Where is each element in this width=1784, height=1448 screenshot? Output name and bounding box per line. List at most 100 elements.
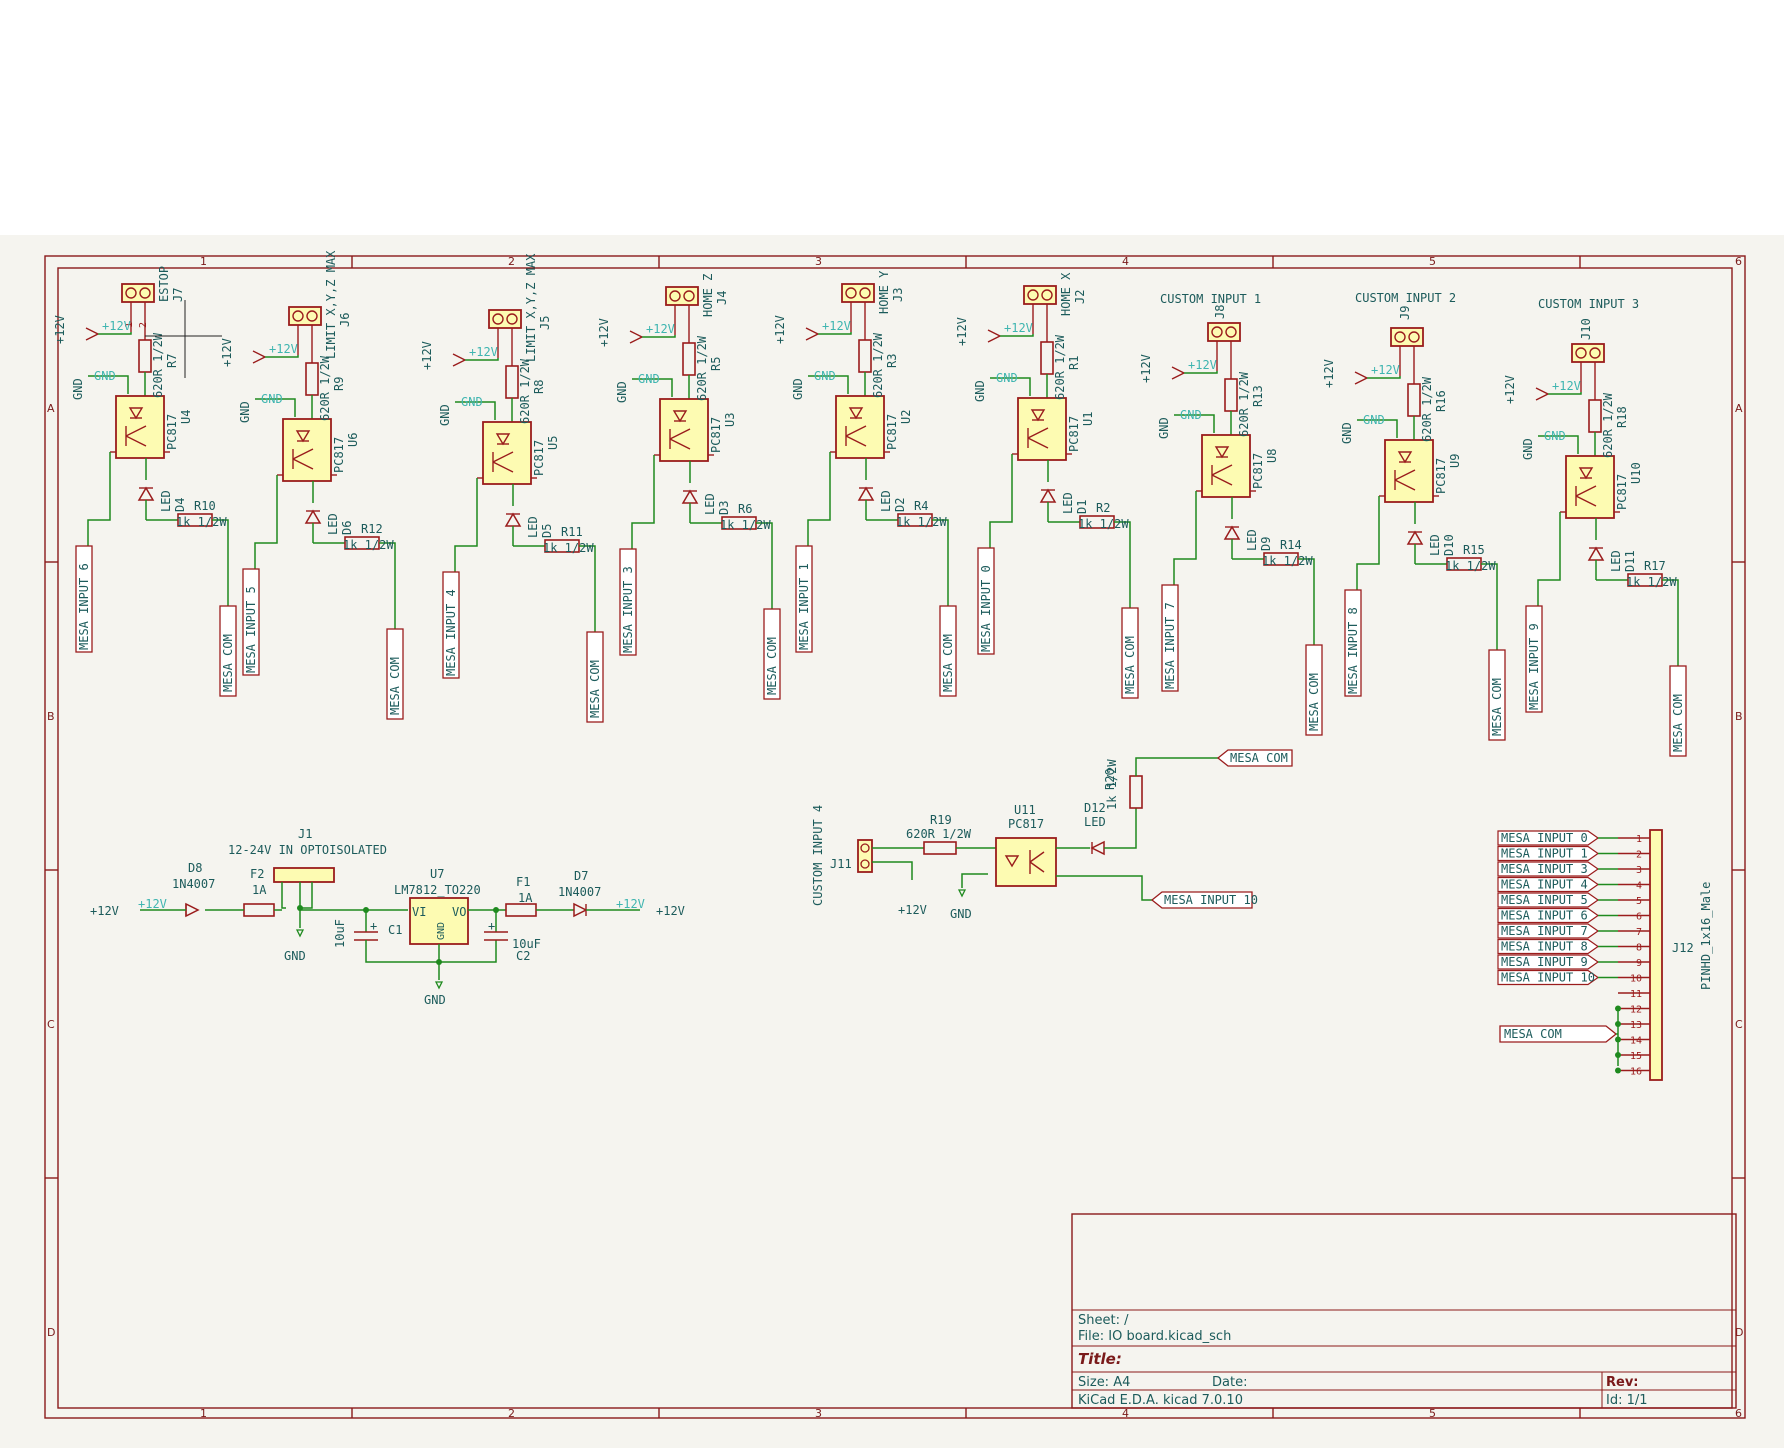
svg-text:620R 1/2W: 620R 1/2W (151, 332, 165, 398)
svg-text:1A: 1A (518, 891, 533, 905)
svg-text:GND: GND (950, 907, 972, 921)
svg-text:MESA COM: MESA COM (1504, 1027, 1562, 1041)
svg-text:J12: J12 (1672, 941, 1694, 955)
svg-text:R7: R7 (165, 354, 179, 368)
svg-text:R2: R2 (1096, 501, 1110, 515)
svg-text:J9: J9 (1398, 306, 1412, 320)
header-input-label-box (1497, 830, 1600, 846)
svg-text:+12V: +12V (220, 338, 234, 367)
svg-text:PC817: PC817 (532, 440, 546, 476)
svg-text:R16: R16 (1434, 390, 1448, 412)
svg-text:PC817: PC817 (1008, 817, 1044, 831)
svg-text:2: 2 (508, 255, 515, 268)
svg-text:PC817: PC817 (1615, 474, 1629, 510)
svg-text:B: B (1735, 710, 1743, 723)
svg-text:3: 3 (815, 1407, 822, 1420)
svg-text:MESA COM: MESA COM (1490, 678, 1504, 736)
svg-text:GND: GND (438, 404, 452, 426)
svg-text:PC817: PC817 (332, 437, 346, 473)
channel-home-x: HOME X J2 620R 1/2W R1 +12V +12V GND GND… (955, 272, 1139, 699)
svg-text:1k 1/2W: 1k 1/2W (896, 515, 947, 529)
svg-text:1N4007: 1N4007 (558, 885, 601, 899)
svg-text:D4: D4 (173, 498, 187, 512)
svg-text:+12V: +12V (898, 903, 927, 917)
svg-text:J10: J10 (1579, 318, 1593, 340)
svg-text:R20: R20 (1103, 768, 1117, 790)
svg-text:D12: D12 (1084, 801, 1106, 815)
svg-text:D10: D10 (1442, 534, 1456, 556)
svg-text:GND: GND (71, 378, 85, 400)
title-block: Sheet: / File: IO board.kicad_sch Title:… (1071, 1213, 1737, 1409)
svg-text:D1: D1 (1075, 500, 1089, 514)
svg-text:MESA INPUT 9: MESA INPUT 9 (1527, 623, 1541, 710)
svg-text:LIMIT X,Y,Z MAX: LIMIT X,Y,Z MAX (524, 253, 538, 362)
svg-text:GND: GND (1544, 429, 1566, 443)
svg-text:C1: C1 (388, 923, 402, 937)
header-pin-number: 3 (1636, 865, 1642, 876)
svg-text:HOME Y: HOME Y (877, 270, 891, 314)
svg-text:C: C (47, 1018, 55, 1031)
svg-text:R10: R10 (194, 499, 216, 513)
svg-text:LED: LED (326, 513, 340, 535)
svg-text:KiCad E.D.A. kicad 7.0.10: KiCad E.D.A. kicad 7.0.10 (1078, 1393, 1243, 1408)
svg-text:Rev:: Rev: (1606, 1375, 1639, 1390)
svg-text:R17: R17 (1644, 559, 1666, 573)
svg-text:GND: GND (638, 372, 660, 386)
svg-text:CUSTOM INPUT 3: CUSTOM INPUT 3 (1538, 297, 1639, 311)
header-pin-number: 1 (1636, 834, 1642, 845)
svg-text:LED: LED (1061, 492, 1075, 514)
svg-text:U3: U3 (723, 413, 737, 427)
svg-text:LED: LED (526, 516, 540, 538)
svg-text:GND: GND (1157, 417, 1171, 439)
header-input-label: MESA INPUT 0 (1501, 831, 1588, 845)
svg-text:+12V: +12V (773, 315, 787, 344)
svg-text:+12V: +12V (597, 318, 611, 347)
header-pin-number: 10 (1630, 974, 1642, 985)
header-input-label: MESA INPUT 7 (1501, 924, 1588, 938)
svg-text:GND: GND (461, 395, 483, 409)
svg-text:R8: R8 (532, 380, 546, 394)
svg-text:MESA COM: MESA COM (1123, 636, 1137, 694)
svg-text:R19: R19 (930, 813, 952, 827)
svg-text:1k 1/2W: 1k 1/2W (1626, 575, 1677, 589)
svg-text:A: A (1735, 402, 1743, 415)
header-pin-number: 16 (1630, 1067, 1642, 1078)
svg-text:D7: D7 (574, 869, 588, 883)
svg-text:GND: GND (1363, 413, 1385, 427)
svg-text:+12V: +12V (90, 904, 119, 918)
svg-text:2: 2 (138, 322, 149, 328)
svg-text:620R 1/2W: 620R 1/2W (1601, 392, 1615, 458)
svg-text:LM7812_TO220: LM7812_TO220 (394, 883, 481, 897)
svg-text:LED: LED (1245, 529, 1259, 551)
svg-text:1k 1/2W: 1k 1/2W (720, 518, 771, 532)
svg-text:GND: GND (973, 380, 987, 402)
svg-text:LED: LED (879, 490, 893, 512)
svg-text:Sheet: /: Sheet: / (1078, 1313, 1129, 1328)
svg-text:+12V: +12V (1371, 363, 1400, 377)
svg-text:R4: R4 (914, 499, 928, 513)
header-input-label: MESA INPUT 4 (1501, 878, 1588, 892)
svg-text:MESA INPUT 8: MESA INPUT 8 (1346, 607, 1360, 694)
header-input-label-box (1497, 845, 1600, 862)
svg-text:D8: D8 (188, 861, 202, 875)
svg-text:10uF: 10uF (512, 937, 541, 951)
svg-text:File: IO board.kicad_sch: File: IO board.kicad_sch (1078, 1329, 1231, 1344)
svg-text:GND: GND (1340, 422, 1354, 444)
header-pin-number: 12 (1630, 1005, 1642, 1016)
svg-text:MESA INPUT 4: MESA INPUT 4 (444, 589, 458, 676)
header-input-label-box (1497, 861, 1600, 877)
header-pin-number: 6 (1636, 912, 1642, 923)
header-pin-number: 9 (1636, 958, 1642, 969)
svg-text:1k 1/2W: 1k 1/2W (1105, 759, 1119, 810)
svg-text:U7: U7 (430, 867, 444, 881)
svg-text:F2: F2 (250, 867, 264, 881)
svg-text:GND: GND (284, 949, 306, 963)
header-pin-number: 8 (1636, 943, 1642, 954)
header-input-label-box (1497, 876, 1600, 893)
svg-text:PC817: PC817 (1251, 453, 1265, 489)
channel-custom-1: CUSTOM INPUT 1 J8 620R 1/2W R13 +12V +12… (1139, 292, 1323, 736)
channel-estop: ESTOP J7 1 2 620R 1/2W R7 +12V +12V GND … (53, 266, 237, 697)
header-input-label-box (1497, 907, 1600, 924)
svg-text:J11: J11 (830, 857, 852, 871)
